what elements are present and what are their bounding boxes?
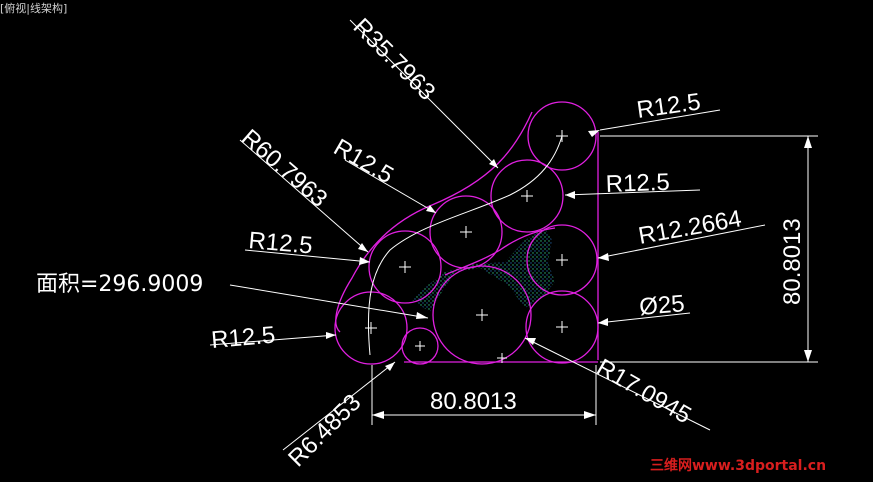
watermark: 三维网www.3dportal.cn: [650, 457, 826, 474]
viewport-label: [俯视|线架构]: [0, 1, 67, 15]
dim-r6: R6.4853: [283, 389, 366, 472]
dim-r35: R35.7963: [348, 13, 441, 106]
dim-height: 80.8013: [779, 218, 806, 305]
dim-r60: R60.7963: [236, 124, 332, 213]
dim-r12-right: R12.5: [605, 169, 670, 198]
dim-r12-2664: R12.2664: [636, 205, 743, 250]
outer-profile: [335, 111, 599, 363]
dim-r12-mid-left: R12.5: [329, 134, 398, 189]
dimension-lines: [326, 130, 818, 425]
dim-r12-bottom-left: R12.5: [210, 321, 276, 353]
circle-r12-left: [368, 230, 442, 304]
circles: [334, 101, 599, 365]
hatched-area: [412, 228, 555, 312]
circle-r6: [401, 327, 439, 365]
leader-lines: [209, 19, 766, 451]
area-label: 面积=296.9009: [36, 272, 203, 297]
dim-dia25: Ø25: [638, 290, 686, 321]
dim-r12-left: R12.5: [247, 227, 313, 259]
dim-r17: R17.0945: [592, 354, 696, 429]
circle-r17: [432, 265, 532, 365]
circle-dia25: [525, 290, 599, 364]
dim-width: 80.8013: [430, 388, 517, 415]
circle-r12-top: [527, 101, 597, 171]
dim-r12-top: R12.5: [635, 88, 702, 124]
circle-r12-mid: [490, 159, 564, 233]
circle-r12-2664: [526, 224, 598, 296]
